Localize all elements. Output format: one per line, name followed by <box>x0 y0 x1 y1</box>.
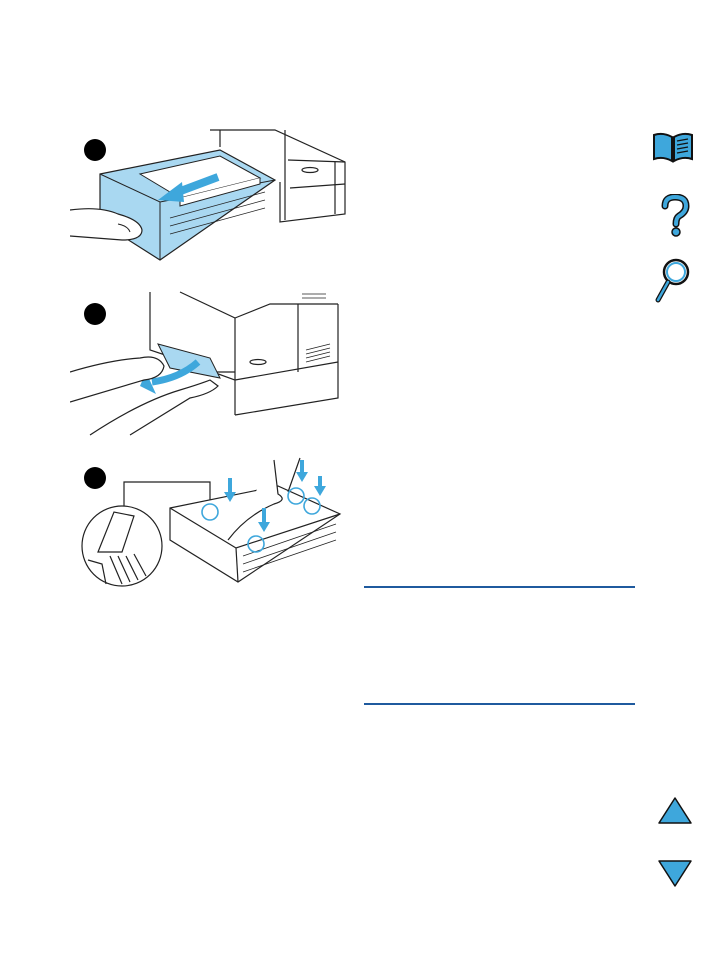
step-marker-3 <box>84 467 106 489</box>
page-down-arrow-icon[interactable] <box>657 858 693 888</box>
illustration-load-paper <box>78 452 348 592</box>
help-question-icon[interactable] <box>660 194 690 238</box>
step-marker-1 <box>84 139 106 161</box>
section-rule-top <box>364 586 635 588</box>
illustration-pull-tray <box>70 122 350 267</box>
magnifier-search-icon[interactable] <box>652 256 692 304</box>
step-marker-2 <box>84 303 106 325</box>
book-icon[interactable] <box>651 131 695 165</box>
section-rule-bottom <box>364 703 635 705</box>
page-up-arrow-icon[interactable] <box>657 796 693 826</box>
illustration-remove-jam <box>70 290 345 440</box>
